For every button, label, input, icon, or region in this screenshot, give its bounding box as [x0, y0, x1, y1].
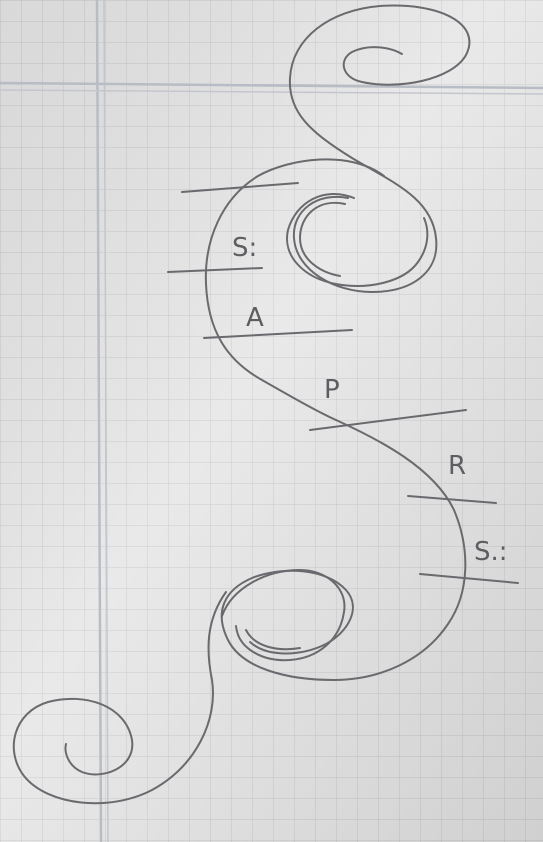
label-r: R	[448, 451, 466, 481]
margin-line-vertical	[95, 0, 103, 842]
upper-inner-curl-2	[299, 201, 346, 277]
s-body-left	[204, 158, 385, 421]
divider-1	[181, 182, 299, 193]
top-spiral-stroke	[288, 4, 471, 293]
label-p: P	[324, 375, 340, 405]
margin-line-vertical-2	[103, 0, 109, 842]
divider-2	[167, 267, 263, 273]
divider-6	[419, 573, 519, 584]
divider-4	[309, 409, 467, 431]
divider-5	[407, 495, 497, 504]
lower-inner-curl-2	[245, 629, 301, 651]
s-body-right	[220, 419, 467, 681]
s-tail	[12, 591, 227, 805]
margin-line-horizontal-2	[0, 89, 543, 95]
upper-inner-curl	[286, 193, 429, 287]
label-s-upper: S:	[232, 233, 257, 263]
label-s-lower: S.:	[474, 537, 508, 567]
lower-inner-curl	[221, 569, 346, 662]
label-a: A	[246, 303, 264, 333]
divider-3	[203, 329, 353, 339]
margin-line-horizontal	[0, 81, 543, 90]
